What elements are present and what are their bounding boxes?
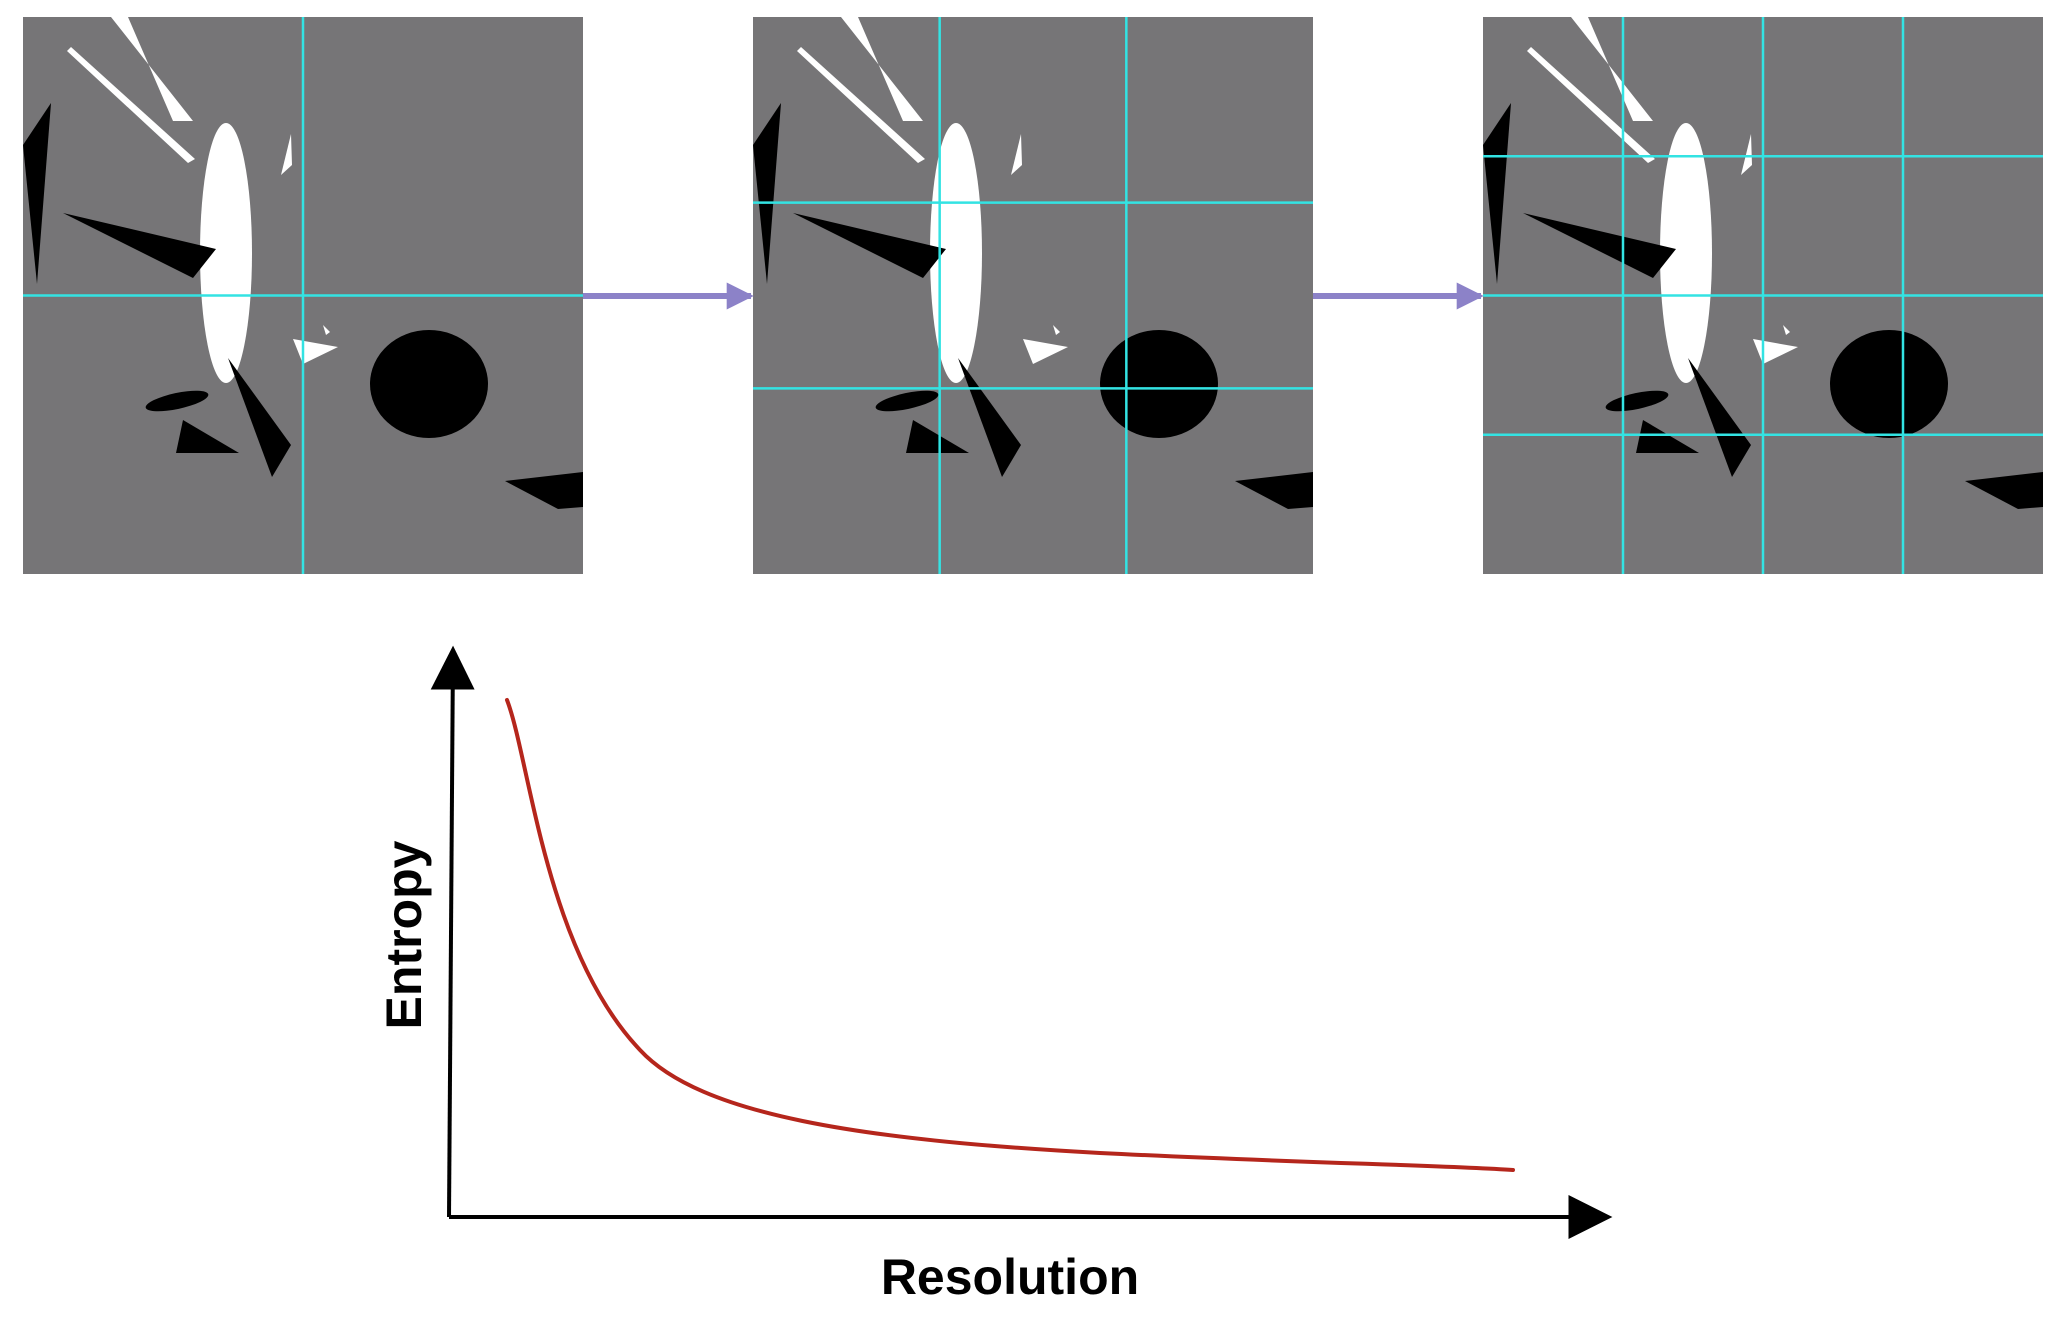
y-axis-label: Entropy [376,840,432,1029]
entropy-resolution-plot: Resolution Entropy [376,645,1613,1305]
image-panel-fine [1483,17,2043,574]
x-axis-label: Resolution [881,1249,1139,1305]
panel-scene [753,17,1313,574]
image-panel-coarse [23,17,583,574]
y-axis [430,645,475,1218]
entropy-curve [505,698,1515,1172]
image-panel-medium [753,17,1313,574]
